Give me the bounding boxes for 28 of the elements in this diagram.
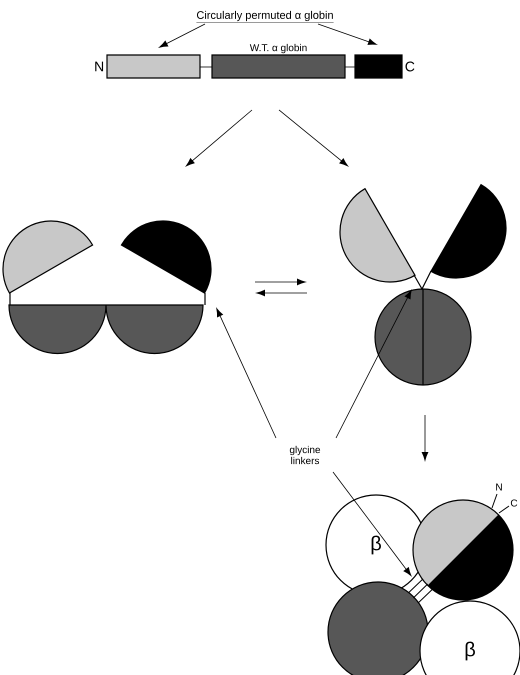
terminus-label: N [496, 484, 502, 490]
arrow [159, 24, 206, 48]
node-label: β [466, 642, 475, 660]
linker-line [200, 66, 212, 68]
linker-line [344, 66, 356, 68]
arrow [256, 290, 308, 296]
leader-line [216, 308, 276, 438]
arrow [278, 110, 348, 166]
underlined-heading: Circularly permuted α globin [196, 10, 334, 23]
arrow [254, 278, 306, 286]
subunit-circle [327, 581, 429, 675]
arrow [422, 414, 428, 461]
glycine-linker-lines [408, 578, 434, 604]
dimer-drawing [2, 220, 212, 354]
segment-box: C [354, 54, 414, 79]
segment-box: W.T. α globin [211, 44, 346, 79]
node-label: W.T. α globin [250, 44, 307, 54]
node-label: N [95, 62, 104, 72]
leader-line [336, 290, 412, 438]
open-dimer-drawing [339, 184, 507, 386]
segment-box: N [95, 54, 201, 79]
leader-line [332, 472, 412, 576]
arrow [186, 110, 252, 166]
node-label: C [406, 62, 414, 72]
arrow [318, 24, 377, 45]
terminus-label: C [510, 499, 518, 507]
callout-text: glycine linkers [290, 446, 320, 464]
glycine-linker-lines [413, 270, 432, 290]
